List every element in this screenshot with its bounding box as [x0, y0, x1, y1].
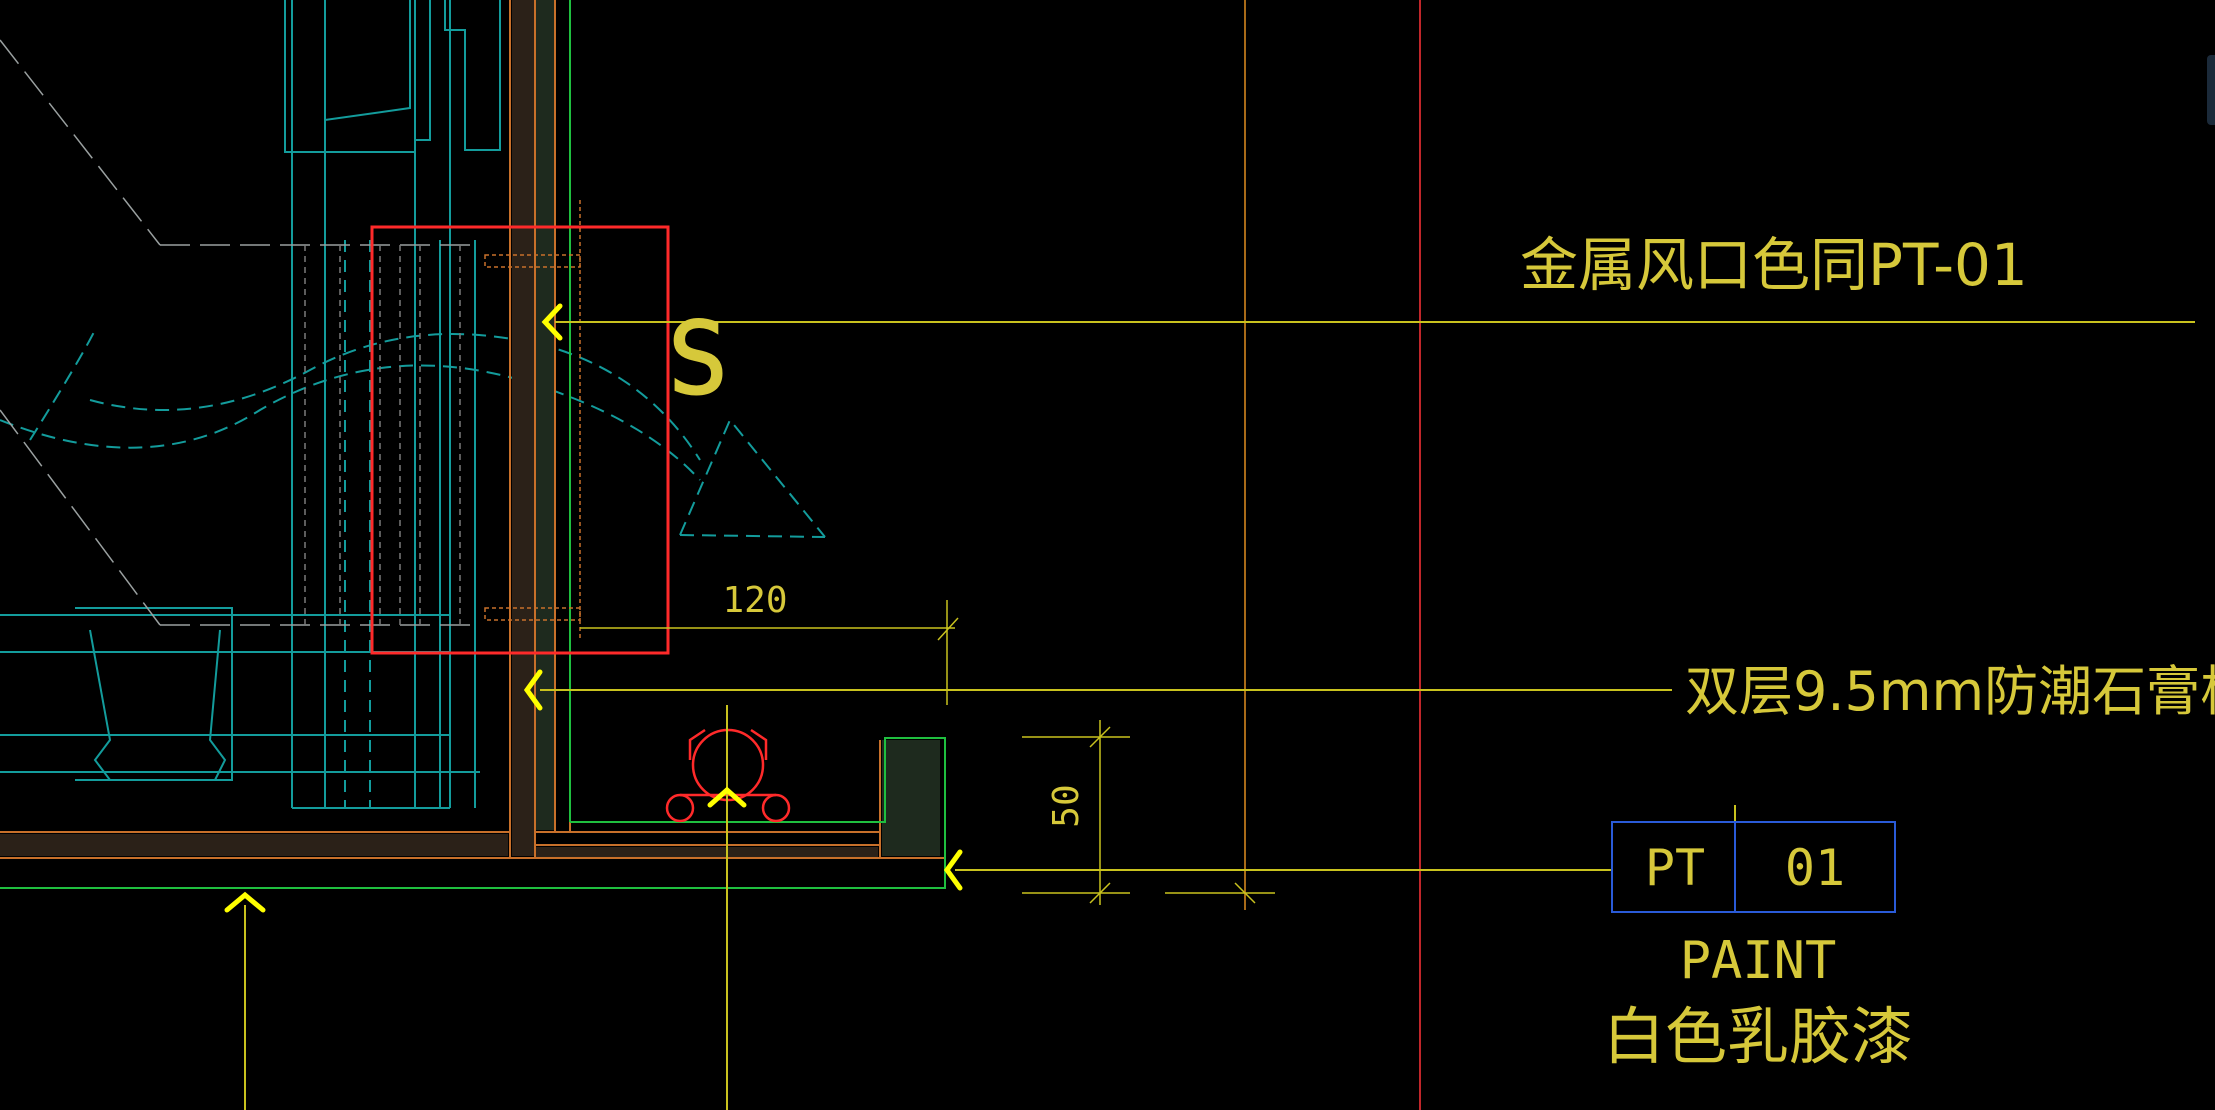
green-edge [0, 0, 946, 889]
dimension-50-label: 50 [1046, 784, 1087, 827]
dimension-120-label: 120 [722, 580, 787, 621]
paint-tag-code: PT [1645, 839, 1705, 897]
detail-highlight-box [370, 225, 670, 655]
label-metal-vent: 金属风口色同PT-01 [1520, 231, 2028, 299]
board-fill [0, 0, 940, 857]
cyan-linework [0, 0, 501, 809]
viewport-scroll-handle[interactable] [2207, 55, 2215, 125]
airflow-arrow [0, 329, 826, 538]
section-marker-s: S [668, 300, 728, 417]
paint-tag-number: 01 [1785, 839, 1845, 897]
diagonal-hatch-lines [0, 39, 480, 626]
duct-fins [304, 245, 461, 625]
dimension-120 [580, 600, 959, 705]
paint-tag: PT 01 [1611, 821, 1896, 913]
dimension-50 [1022, 720, 1275, 905]
label-paint-cn: 白色乳胶漆 [1603, 1000, 1913, 1073]
leader-lines [244, 321, 2195, 1110]
fixing-bolts [484, 200, 581, 640]
label-paint-en: PAINT [1680, 931, 1837, 991]
label-gypsum-board: 双层9.5mm防潮石膏板 [1685, 660, 2215, 723]
wall-layers [0, 0, 945, 859]
leader-arrowheads [224, 303, 963, 913]
